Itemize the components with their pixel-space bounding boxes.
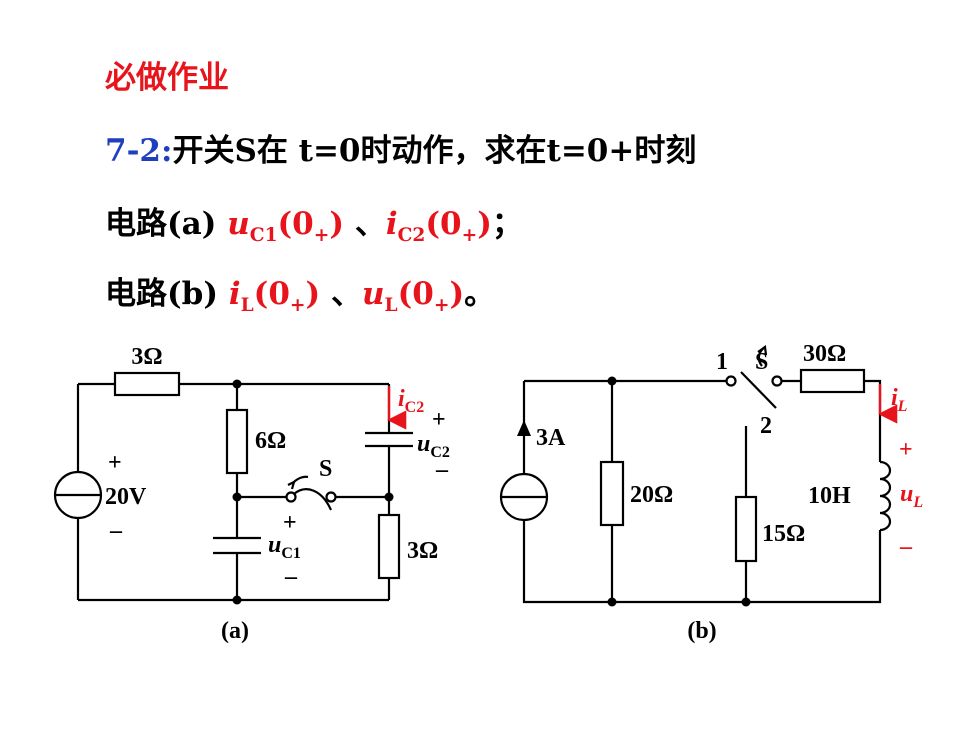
circuit-a-switch-label: S bbox=[319, 456, 332, 482]
il-sub: L bbox=[240, 295, 254, 317]
circuit-a-capacitor-c1 bbox=[213, 536, 261, 555]
circuit-b-inductor-label: 10H bbox=[808, 483, 851, 509]
circuit-a-prefix: 电路(a) bbox=[105, 206, 228, 242]
circuit-a-voltage-source bbox=[53, 470, 103, 520]
circuit-a bbox=[53, 371, 413, 605]
circuit-b-switch-pos2: 2 bbox=[760, 413, 772, 439]
circuit-a-r-right-label: 3Ω bbox=[407, 538, 438, 564]
circuit-a-caption: (a) bbox=[221, 618, 249, 644]
ul-quantity: uL(0+) bbox=[361, 276, 465, 316]
il-label: iL bbox=[891, 385, 908, 415]
ul-arg: (0 bbox=[397, 276, 434, 312]
circuit-b-caption: (b) bbox=[687, 618, 716, 644]
uc1-quantity: uC1(0+) bbox=[227, 206, 345, 246]
circuit-a-sep: 、 bbox=[344, 206, 386, 242]
circuit-a-labels: 3Ω 6Ω 3Ω + 20V – S iC2 + uC2 – + uC1 – (… bbox=[105, 344, 450, 644]
circuit-b-current-source bbox=[499, 472, 549, 522]
ic2-quantity: iC2(0+) bbox=[385, 206, 492, 246]
circuit-a-source-value: 20V bbox=[105, 484, 147, 510]
circuit-a-resistor-6ohm bbox=[225, 408, 249, 475]
circuit-a-capacitor-c2 bbox=[365, 431, 413, 448]
circuit-b-end: 。 bbox=[464, 276, 496, 312]
circuit-b-resistor-30ohm bbox=[799, 368, 866, 394]
ul-minus: – bbox=[899, 534, 913, 560]
uc1-minus: – bbox=[284, 564, 298, 590]
ic2-arg: (0 bbox=[425, 206, 462, 242]
circuit-b-switch-pos1: 1 bbox=[716, 349, 728, 375]
circuit-a-switch bbox=[285, 475, 337, 511]
circuit-b-resistor-15ohm bbox=[734, 495, 758, 563]
il-arg: (0 bbox=[253, 276, 290, 312]
uc1-var: u bbox=[227, 206, 250, 242]
ic2-var: i bbox=[385, 206, 398, 242]
problem-statement: 7-2:开关S在 t=0时动作，求在t=0+时刻 bbox=[105, 125, 696, 170]
il-argsub: + bbox=[289, 295, 306, 317]
circuit-b-prefix: 电路(b) bbox=[105, 276, 229, 312]
ul-sub: L bbox=[384, 295, 398, 317]
uc1-sub: C1 bbox=[249, 225, 278, 247]
homework-heading: 必做作业 bbox=[105, 60, 229, 96]
circuit-b bbox=[499, 345, 892, 607]
ul-var: u bbox=[361, 276, 385, 312]
circuit-b-nodes bbox=[607, 376, 751, 607]
circuit-a-resistor-3ohm bbox=[377, 513, 401, 580]
uc1-argsub: + bbox=[313, 225, 330, 247]
circuit-b-sep: 、 bbox=[320, 276, 362, 312]
circuit-a-source-minus: – bbox=[109, 518, 123, 544]
circuit-b-current-label: 3A bbox=[536, 425, 566, 451]
ic2-argsub: + bbox=[461, 225, 478, 247]
uc1-label: uC1 bbox=[268, 532, 301, 562]
ul-plus: + bbox=[899, 437, 913, 463]
ic2-label: iC2 bbox=[398, 386, 424, 416]
circuit-b-r-left-label: 20Ω bbox=[630, 482, 673, 508]
uc2-plus: + bbox=[432, 407, 446, 433]
ul-label: uL bbox=[900, 481, 923, 511]
circuit-diagrams: 3Ω 6Ω 3Ω + 20V – S iC2 + uC2 – + uC1 – (… bbox=[53, 341, 923, 644]
uc2-minus: – bbox=[435, 457, 449, 483]
uc2-label: uC2 bbox=[417, 431, 450, 461]
circuit-b-r-top-label: 30Ω bbox=[803, 341, 846, 367]
current-source-arrowhead bbox=[517, 420, 531, 436]
ic2-sub: C2 bbox=[397, 225, 426, 247]
il-quantity: iL(0+) bbox=[228, 276, 321, 316]
circuit-b-resistor-20ohm bbox=[599, 460, 625, 527]
circuit-a-question: 电路(a) uC1(0+) 、iC2(0+)； bbox=[105, 198, 523, 246]
problem-number: 7-2: bbox=[105, 133, 173, 169]
circuit-b-switch-label: S bbox=[755, 349, 768, 375]
ic2-close: ) bbox=[477, 206, 492, 242]
ul-argsub: + bbox=[433, 295, 450, 317]
circuit-a-end: ； bbox=[491, 206, 523, 242]
uc1-plus: + bbox=[283, 510, 297, 536]
uc1-close: ) bbox=[329, 206, 345, 242]
il-var: i bbox=[228, 276, 241, 312]
il-close: ) bbox=[305, 276, 321, 312]
circuit-b-switch bbox=[725, 345, 783, 409]
circuit-b-question: 电路(b) iL(0+) 、uL(0+)。 bbox=[105, 268, 495, 316]
circuit-a-r-top-label: 3Ω bbox=[131, 344, 162, 370]
circuit-b-r-mid-label: 15Ω bbox=[762, 521, 805, 547]
circuit-b-inductor bbox=[879, 460, 892, 532]
circuit-a-resistor-top bbox=[113, 371, 181, 397]
problem-text: 开关S在 t=0时动作，求在t=0+时刻 bbox=[172, 133, 697, 169]
uc1-arg: (0 bbox=[277, 206, 314, 242]
circuit-a-source-plus: + bbox=[108, 450, 122, 476]
circuit-a-r-mid-label: 6Ω bbox=[255, 428, 286, 454]
circuit-b-labels: 3A 20Ω 15Ω 30Ω 10H 1 S 2 iL + uL – (b) bbox=[536, 341, 923, 644]
ul-close: ) bbox=[449, 276, 465, 312]
circuit-a-nodes bbox=[232, 379, 394, 605]
